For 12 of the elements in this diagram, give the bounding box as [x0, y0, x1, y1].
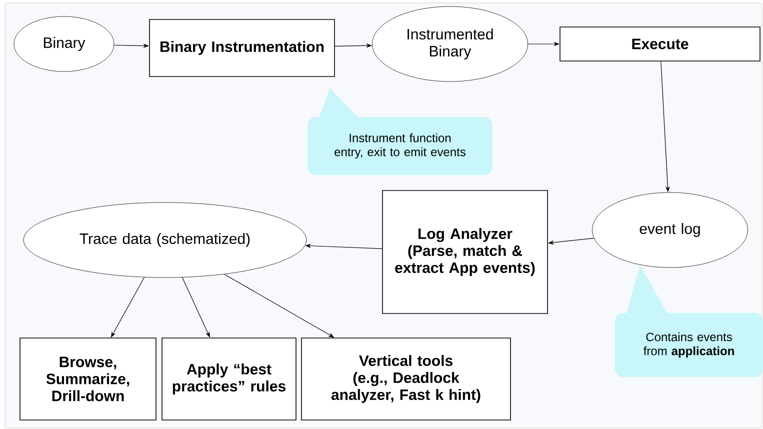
process-box: Apply “best practices” rules	[162, 338, 296, 420]
process-box: Log Analyzer (Parse, match & extract App events)	[382, 190, 548, 314]
ellipse-node: Binary	[14, 16, 114, 72]
process-box: Browse, Summarize, Drill-down	[20, 338, 156, 420]
callout-bubble: Instrument function entry, exit to emit events	[308, 88, 492, 175]
ellipse-node: Instrumented Binary	[372, 6, 528, 82]
ellipse-node: Trace data (schematized)	[23, 202, 307, 278]
process-box: Execute	[560, 26, 760, 62]
ellipse-node: event log	[592, 192, 748, 268]
process-box: Binary Instrumentation	[149, 19, 335, 77]
callout-bubble: Contains events from application	[615, 265, 763, 377]
process-box: Vertical tools (e.g., Deadlock analyzer, Fast k hint)	[301, 338, 511, 420]
